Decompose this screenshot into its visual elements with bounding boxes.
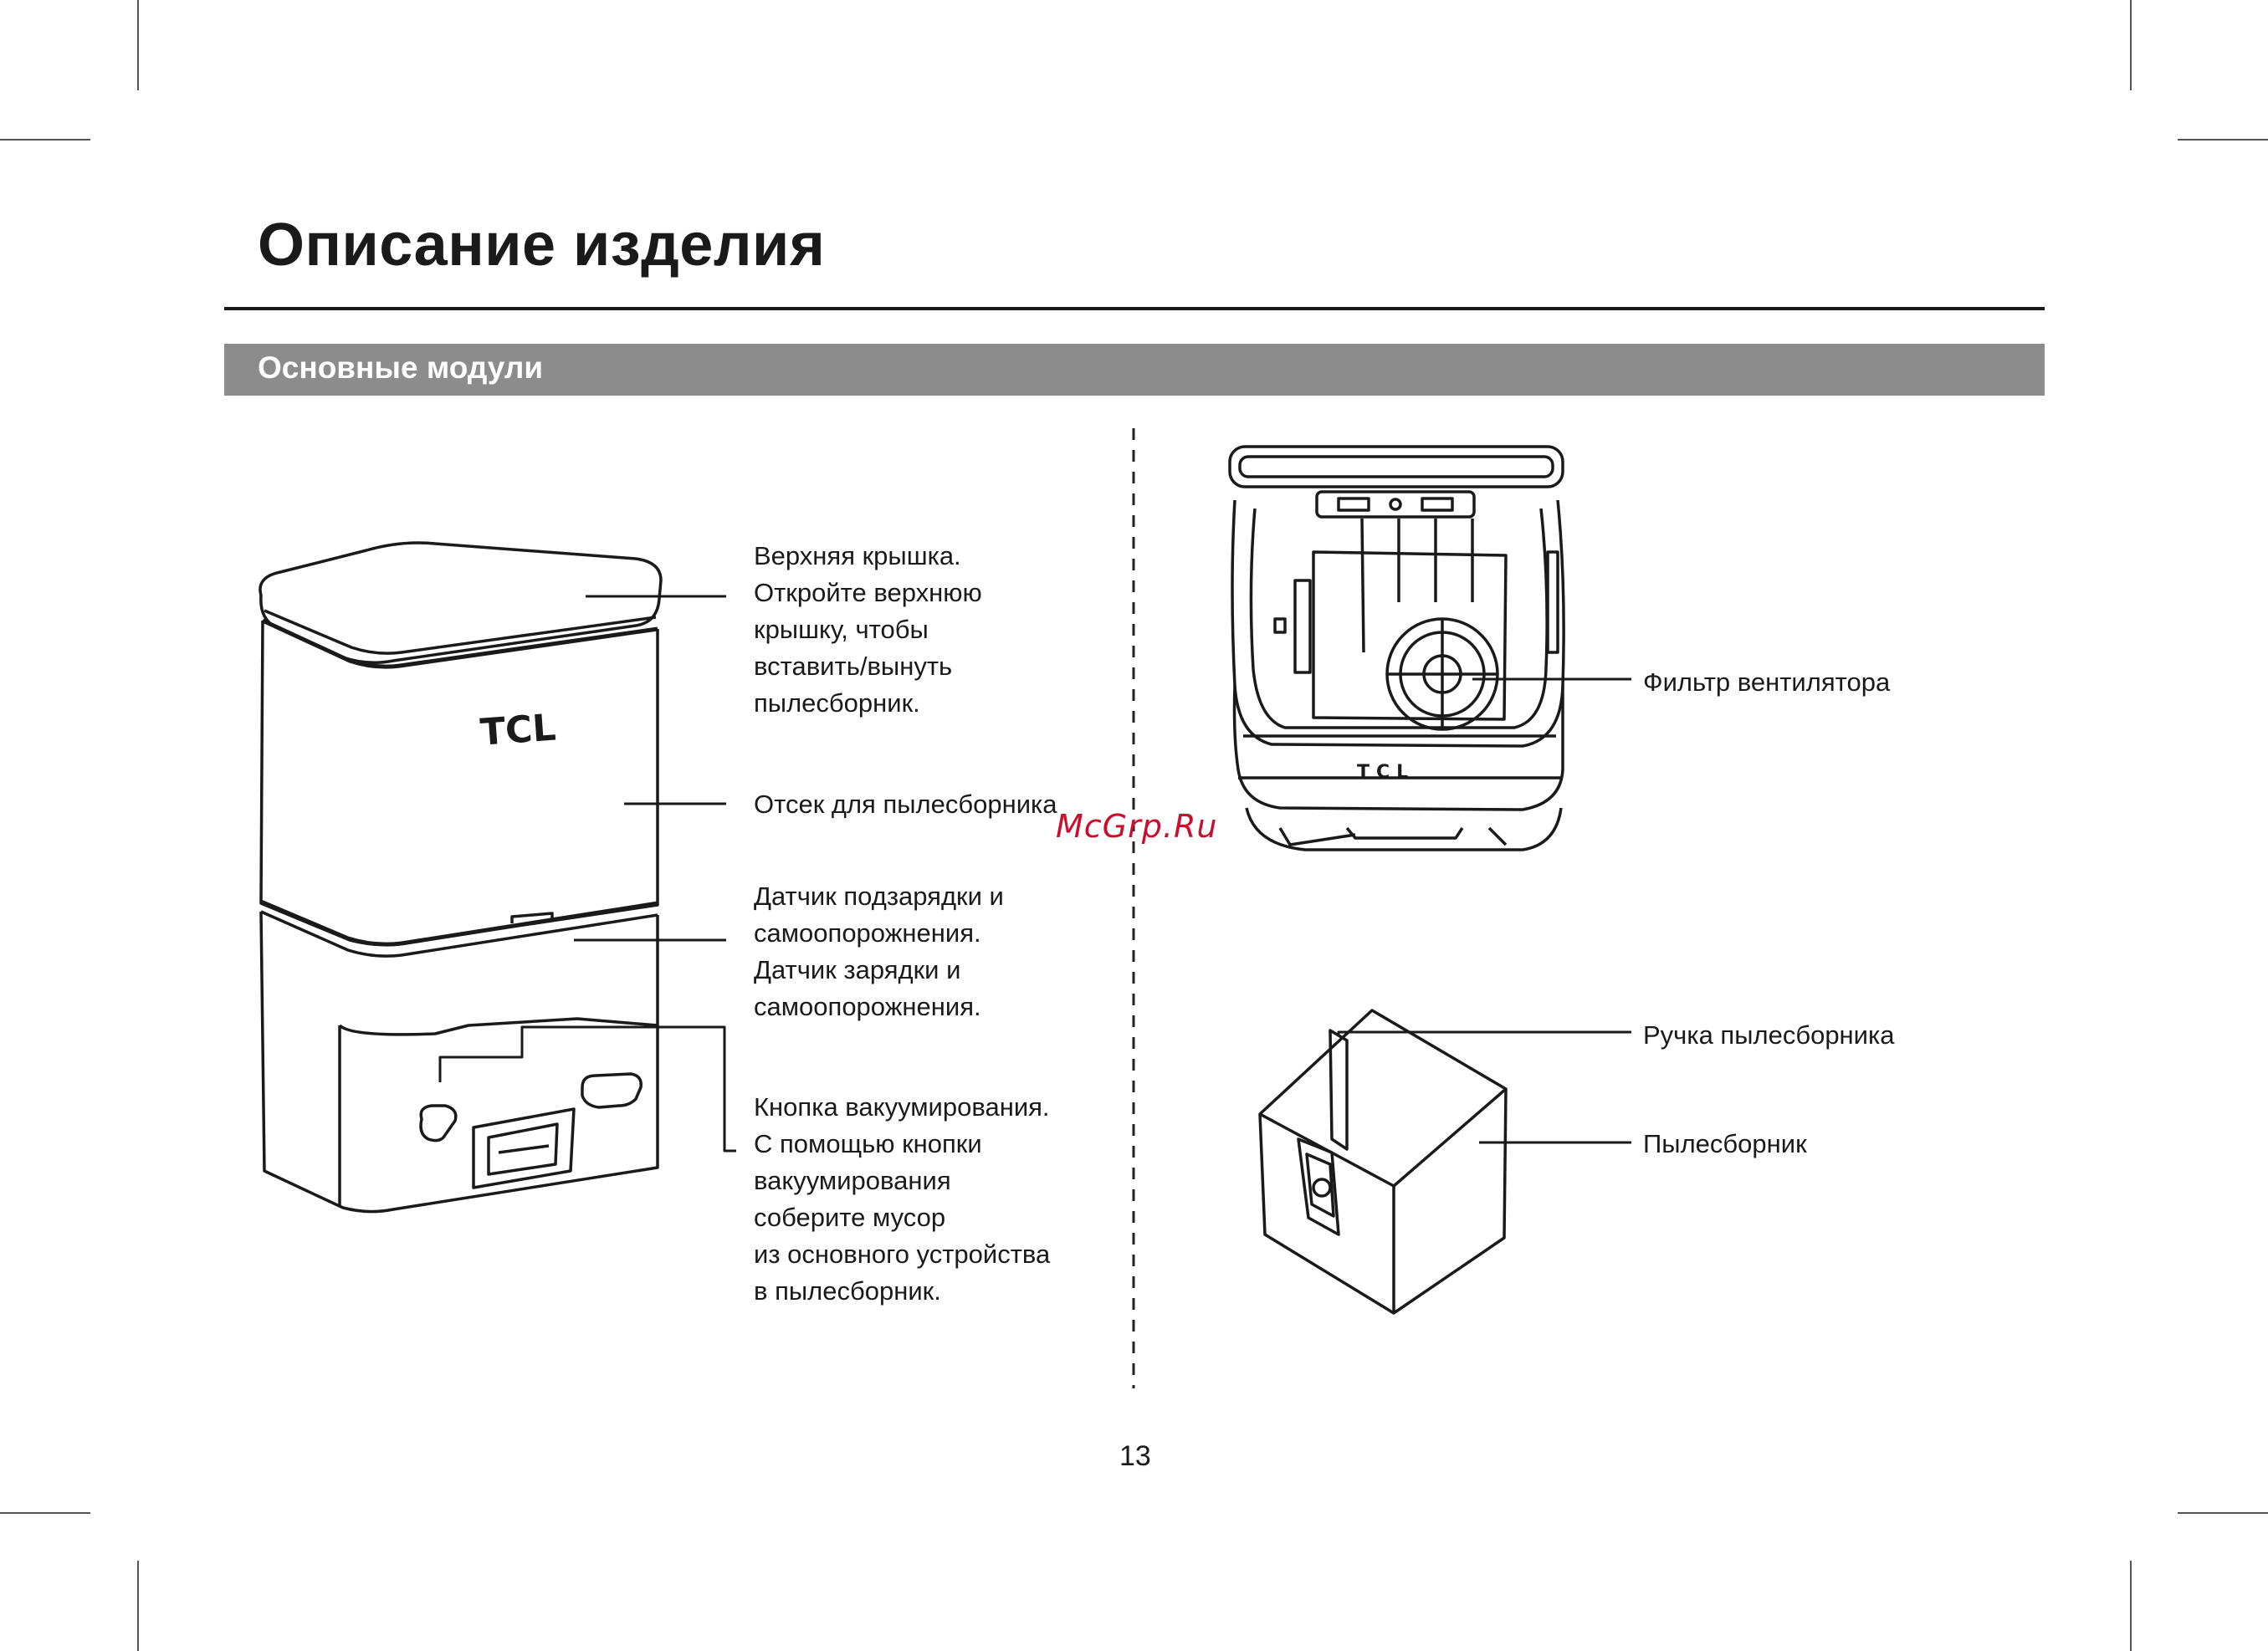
page-title: Описание изделия [258, 212, 826, 279]
crop-mark [0, 1512, 90, 1514]
caption-vacuum-button: Кнопка вакуумирования. С помощью кнопки … [754, 1092, 1051, 1306]
dust-bag-illustration [1258, 1009, 1631, 1315]
crop-mark [137, 0, 139, 90]
dust-bag-handle [1329, 1029, 1349, 1151]
caption-fan-filter: Фильтр вентилятора [1643, 667, 1891, 697]
docking-station-illustration [259, 541, 736, 1214]
vacuum-button-right [581, 1072, 643, 1109]
dust-bag [1258, 1009, 1508, 1315]
watermark: McGrp.Ru [1056, 808, 1218, 845]
section-title: Основные модули [258, 350, 544, 385]
station-logo: TCL [479, 707, 557, 754]
caption-bag-compartment: Отсек для пылесборника [754, 790, 1057, 819]
caption-dust-bag: Пылесборник [1643, 1129, 1807, 1158]
crop-mark [0, 139, 90, 141]
crop-mark [137, 1561, 139, 1651]
caption-sensor: Датчик подзарядки и самоопорожнения. Дат… [754, 882, 1004, 1021]
page-number: 13 [1119, 1440, 1151, 1472]
crop-mark [2178, 139, 2268, 141]
crop-mark [2130, 0, 2132, 90]
vacuum-button-left [419, 1104, 458, 1142]
open-station-illustration [1228, 445, 1631, 851]
caption-top-cover: Верхняя крышка. Откройте верхнюю крышку,… [754, 541, 982, 718]
crop-mark [2178, 1512, 2268, 1514]
caption-dust-bag-handle: Ручка пылесборника [1643, 1020, 1895, 1050]
crop-mark [2130, 1561, 2132, 1651]
section-header: Основные модули [224, 344, 2045, 396]
title-rule [224, 307, 2045, 310]
open-station-logo: TCL [1357, 762, 1415, 783]
